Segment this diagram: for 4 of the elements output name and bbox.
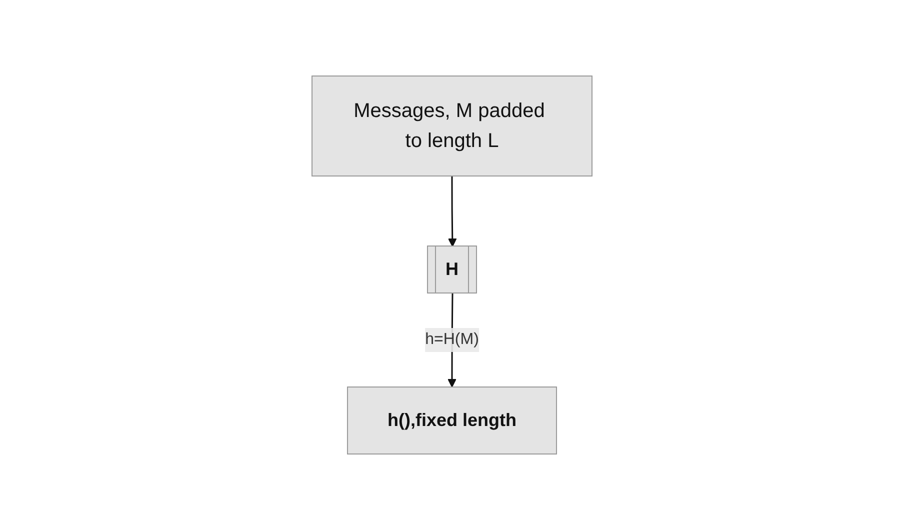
arrow (448, 176, 457, 246)
edge-label: h=H(M) (425, 330, 479, 348)
node-box: h(),fixed length (347, 386, 557, 454)
node-box: Messages, M padded to length L (312, 75, 592, 176)
